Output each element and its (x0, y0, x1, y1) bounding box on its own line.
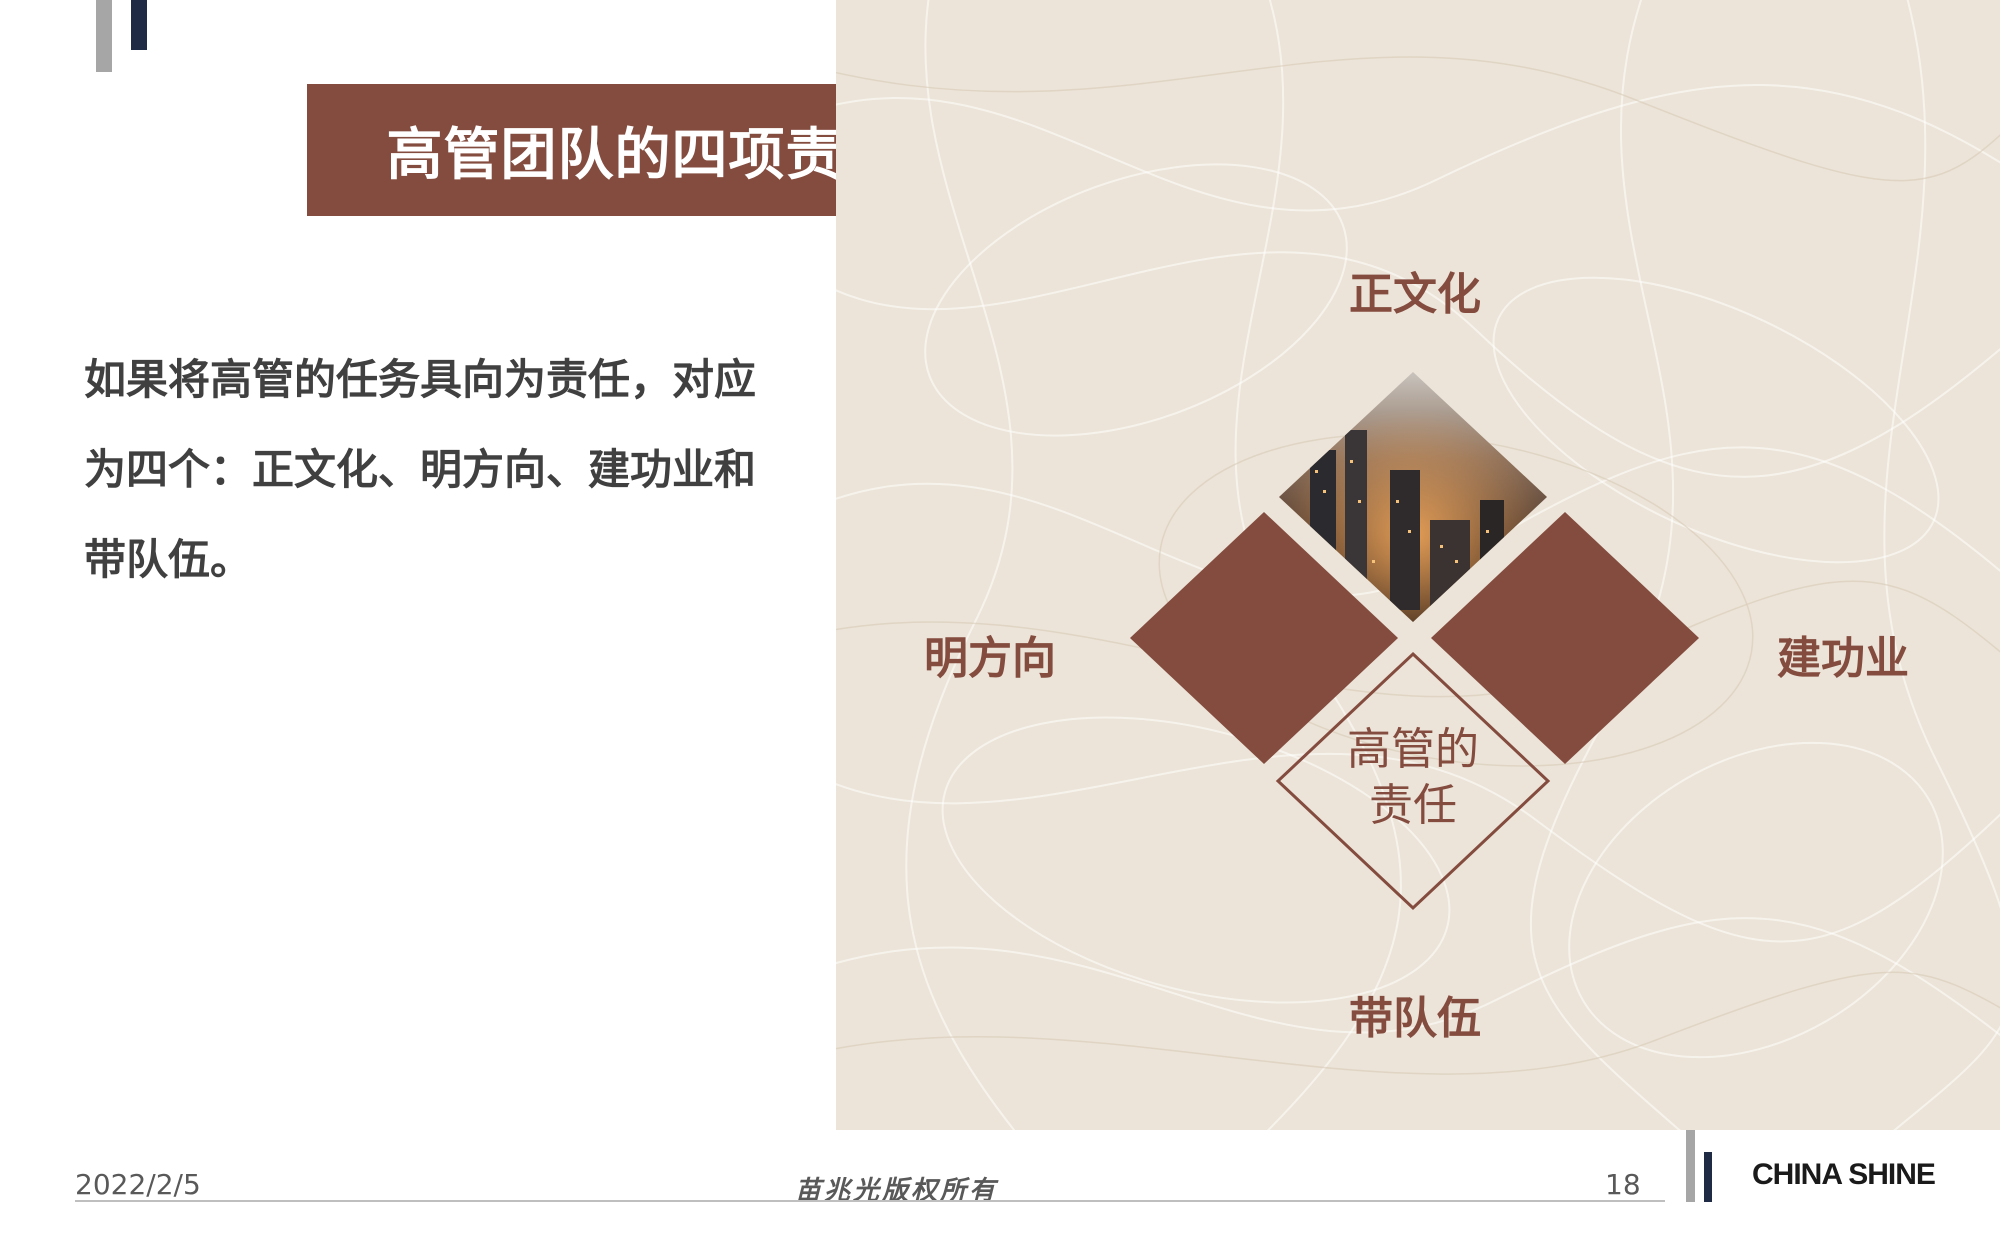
footer-bar-gray (1686, 1130, 1695, 1202)
footer-bar-navy (1704, 1152, 1712, 1202)
center-label: 高管的 责任 (1300, 722, 1526, 834)
decor-bar-navy (131, 0, 147, 50)
label-team: 带队伍 (1349, 993, 1481, 1044)
footer-divider (75, 1200, 1665, 1202)
right-diamond (1431, 512, 1699, 764)
left-diamond (1130, 512, 1398, 764)
body-paragraph: 如果将高管的任务具向为责任，对应为四个：正文化、明方向、建功业和带队伍。 (84, 355, 757, 584)
label-achievement: 建功业 (1777, 633, 1909, 684)
decor-bar-gray (96, 0, 112, 72)
label-culture: 正文化 (1349, 269, 1481, 320)
footer-date: 2022/2/5 (75, 1168, 201, 1201)
center-label-line2: 责任 (1369, 780, 1457, 831)
page-number: 18 (1605, 1168, 1641, 1201)
page-title: 高管团队的四项责任 (386, 122, 900, 188)
company-logo: CHINA SHINE (1752, 1158, 1936, 1191)
label-direction: 明方向 (924, 633, 1056, 684)
center-label-line1: 高管的 (1347, 724, 1479, 775)
center-outline-diamond (1275, 651, 1551, 911)
